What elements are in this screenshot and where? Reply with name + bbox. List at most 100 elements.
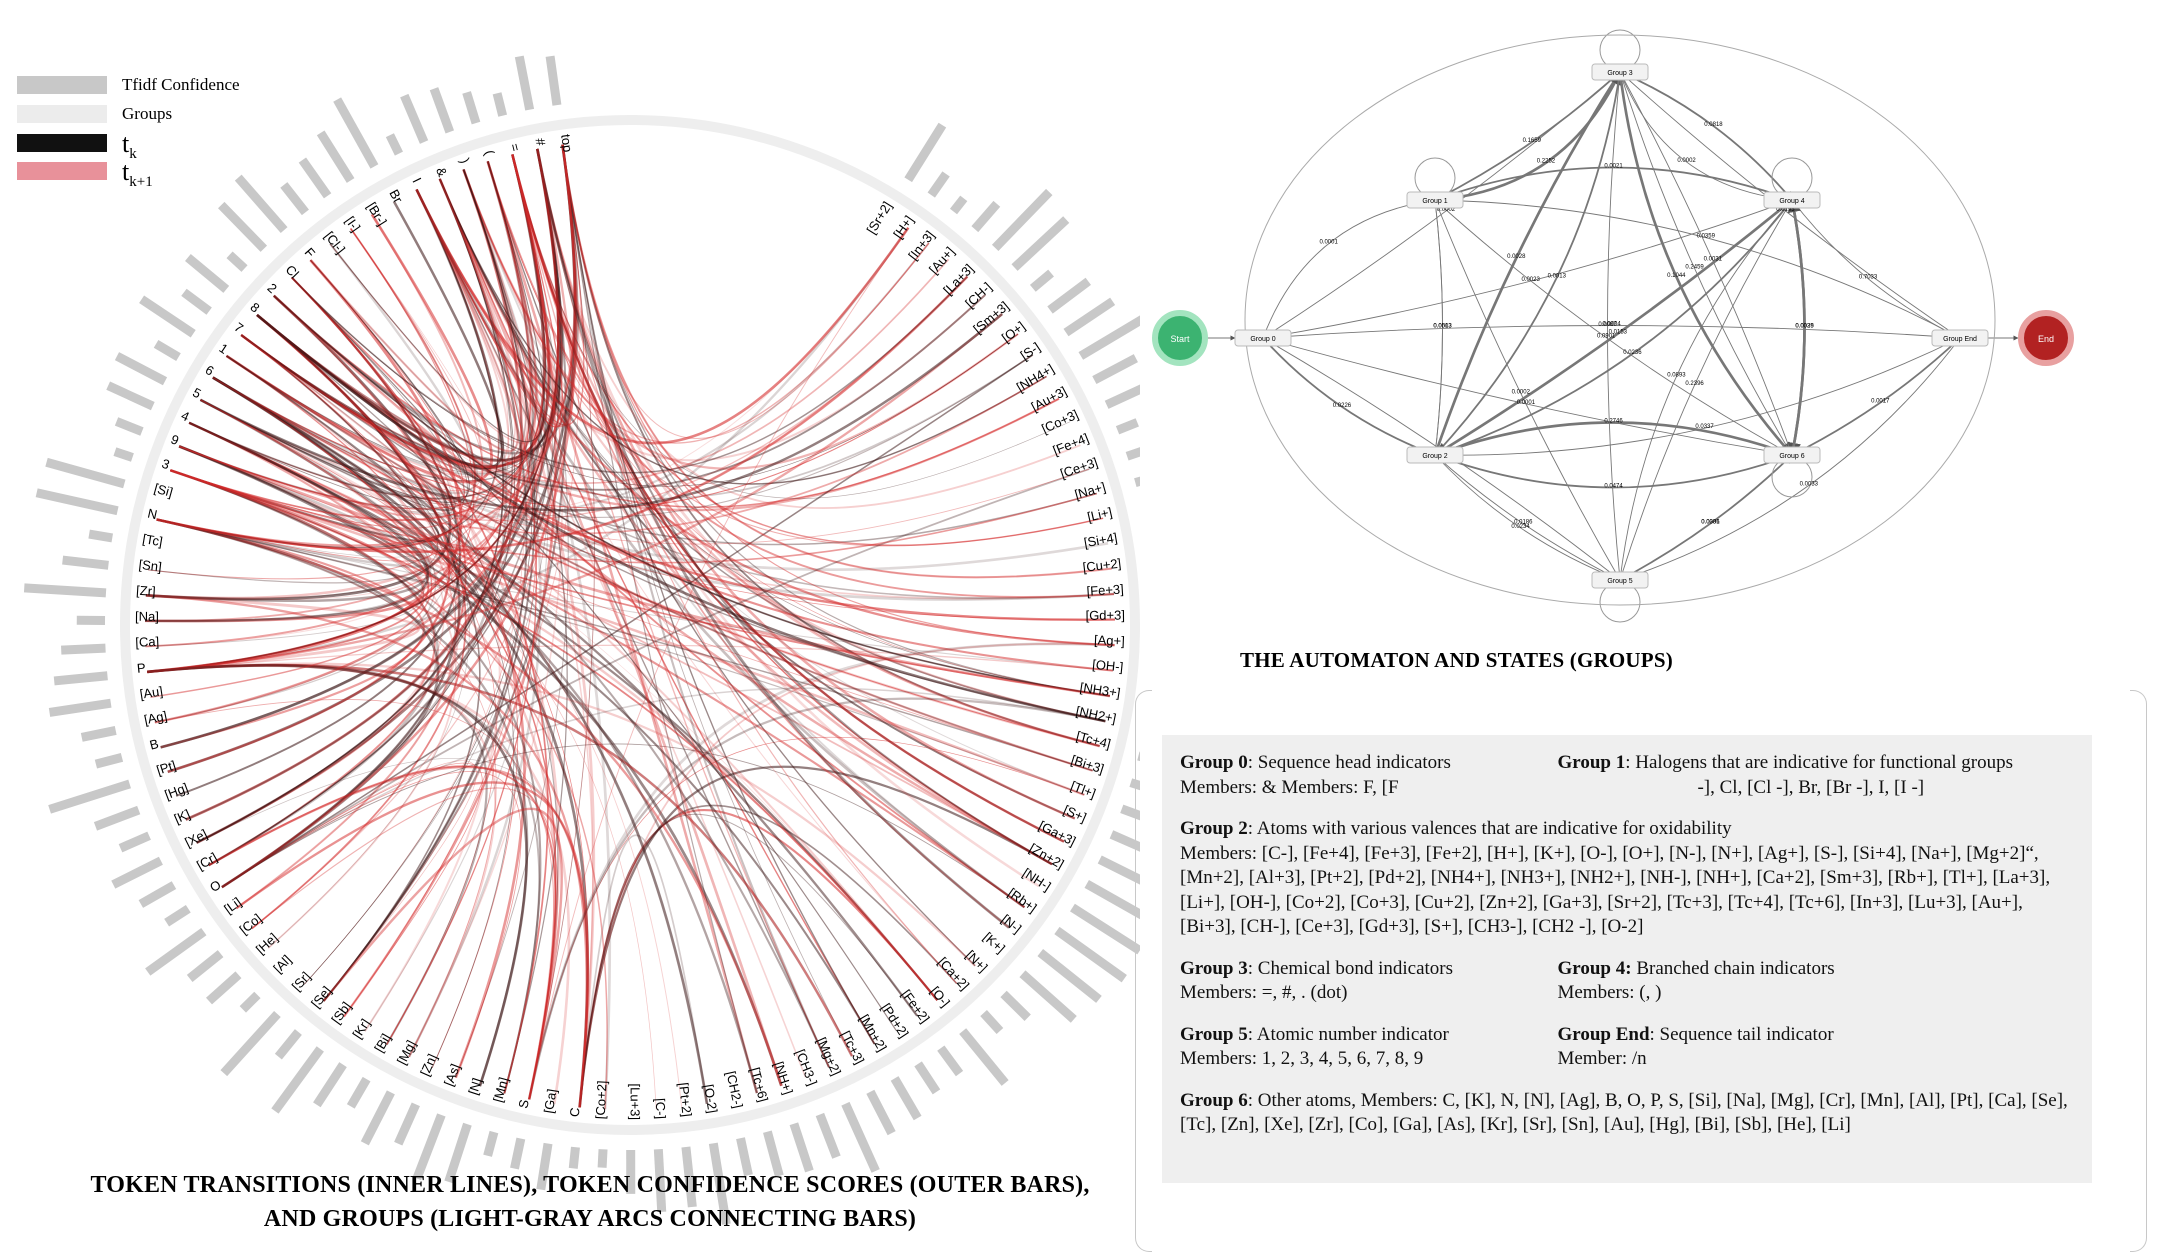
edge-probability-label: 0.0331 xyxy=(1701,520,1720,526)
group-row-5-end: Group 5: Atomic number indicator Members… xyxy=(1180,1023,2074,1072)
state-node-label: Group 5 xyxy=(1607,578,1632,585)
confidence-bar xyxy=(138,881,177,908)
confidence-bar xyxy=(114,352,168,386)
transition-line xyxy=(147,664,571,1105)
transition-line xyxy=(147,227,910,674)
transition-line xyxy=(415,148,574,427)
confidence-bar xyxy=(220,1010,281,1077)
transition-line xyxy=(147,644,1113,673)
transition-line xyxy=(486,161,1115,598)
automaton-edge xyxy=(1619,454,1793,581)
state-node-g1: Group 1 xyxy=(1406,191,1464,209)
confidence-bar xyxy=(980,1010,1004,1035)
transition-line xyxy=(462,169,568,1094)
transition-line xyxy=(561,144,876,1045)
left-brace xyxy=(1135,690,1152,1252)
transition-line xyxy=(147,664,541,1094)
edge-probability-label: 0.2252 xyxy=(1537,159,1556,165)
transition-line xyxy=(200,314,456,512)
transition-line xyxy=(487,161,976,967)
group-1-desc: : Halogens that are indicative for funct… xyxy=(1625,752,2014,773)
token-label: [CH3-] xyxy=(793,1047,821,1087)
transition-line xyxy=(170,469,542,1094)
edge-probability-label: 0.1044 xyxy=(1667,273,1686,279)
transition-line xyxy=(188,421,457,949)
token-label: [NH2+] xyxy=(1075,703,1118,726)
transition-line xyxy=(199,398,759,1094)
token-label: 3 xyxy=(160,456,172,473)
transition-line xyxy=(462,169,930,444)
token-label: C xyxy=(567,1107,583,1118)
token-label: [Pt] xyxy=(155,758,178,778)
transition-line xyxy=(511,154,1100,748)
confidence-bar xyxy=(1037,949,1102,1003)
transition-line xyxy=(415,144,585,426)
transition-line xyxy=(170,469,1098,564)
token-label: [O+] xyxy=(999,318,1028,345)
state-node-label: Group 0 xyxy=(1250,336,1275,343)
transition-line xyxy=(147,313,1003,674)
confidence-bar xyxy=(118,831,151,853)
group-5-desc: : Atomic number indicator xyxy=(1247,1023,1449,1045)
transition-line xyxy=(199,313,1003,512)
transition-line xyxy=(178,375,1047,535)
legend-swatch-groups xyxy=(17,105,107,123)
transition-line xyxy=(226,355,457,909)
confidence-bar xyxy=(239,991,261,1013)
edge-probability-label: 0.0002 xyxy=(1437,207,1456,213)
automaton-edge-labels: 0.00010.02260.00020.10600.00040.22520.00… xyxy=(1319,122,1890,530)
edge-probability-label: 0.1659 xyxy=(1523,138,1542,144)
transition-line xyxy=(455,154,569,1078)
token-label: [Pt+2] xyxy=(676,1082,695,1118)
transition-line xyxy=(208,148,561,866)
transition-line xyxy=(212,376,1109,572)
confidence-bar xyxy=(385,133,403,156)
group-5-title: Group 5 xyxy=(1180,1023,1248,1045)
transition-line xyxy=(147,148,559,673)
legend-swatch-tk xyxy=(17,134,107,152)
token-label: [Ce+3] xyxy=(1058,454,1099,481)
automaton-edge xyxy=(1619,71,1793,201)
group-2-members: Members: [C-], [Fe+4], [Fe+3], [Fe+2], [… xyxy=(1180,842,2051,938)
edge-probability-label: 0.0893 xyxy=(1667,373,1686,379)
transition-line xyxy=(256,314,1034,500)
edge-probability-label: 0.0359 xyxy=(1697,234,1716,240)
transition-line xyxy=(291,277,897,1031)
automaton-edge xyxy=(1434,421,1794,458)
transition-line xyxy=(212,376,709,1105)
transition-line xyxy=(561,144,758,1094)
transition-line xyxy=(438,178,596,1108)
automaton-edge xyxy=(1619,71,1793,456)
transition-line xyxy=(579,813,918,1108)
group-6-entry: Group 6: Other atoms, Members: C, [K], N… xyxy=(1180,1089,2074,1138)
token-label: ) xyxy=(457,156,473,165)
transition-line xyxy=(212,377,1115,621)
token-label: [Au] xyxy=(139,683,164,701)
token-label: [Si] xyxy=(152,480,174,499)
confidence-bar xyxy=(1097,855,1140,885)
group-1-members: -], Cl, [Cl -], Br, [Br -], I, [I -] xyxy=(1697,776,1925,798)
transition-line xyxy=(535,148,1010,929)
transition-line xyxy=(562,144,1112,578)
transition-line xyxy=(208,765,557,1100)
confidence-bar xyxy=(61,643,106,655)
transition-line xyxy=(145,469,424,647)
confidence-bar xyxy=(510,1137,526,1170)
transition-line xyxy=(178,445,876,1045)
transition-line xyxy=(156,518,783,1087)
edge-probability-label: 0.0153 xyxy=(1609,330,1628,336)
transition-line xyxy=(415,189,594,1108)
transition-line xyxy=(221,687,1106,888)
transition-line xyxy=(169,469,439,867)
transition-line xyxy=(240,294,986,491)
group-1-entry: Group 1: Halogens that are indicative fo… xyxy=(1557,751,2074,800)
automaton-diagram: 0.00010.02260.00020.10600.00040.22520.00… xyxy=(1152,29,2074,623)
transition-line xyxy=(156,518,1085,796)
token-label: [N-] xyxy=(999,911,1025,936)
confidence-bar xyxy=(206,971,242,1005)
transition-line xyxy=(156,518,1113,672)
transition-line xyxy=(535,148,1100,748)
transition-line xyxy=(415,154,564,428)
automaton-edge xyxy=(1262,337,1793,457)
end-node: End xyxy=(2018,310,2074,366)
